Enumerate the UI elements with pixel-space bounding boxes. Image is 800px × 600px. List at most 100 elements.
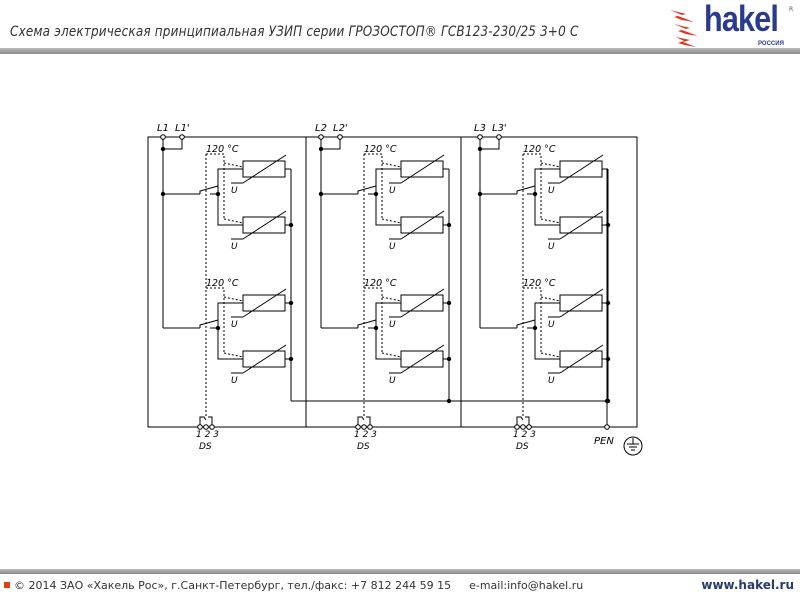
varistor-symbol — [559, 344, 604, 374]
junction-node — [446, 398, 452, 404]
branch-wire — [375, 168, 401, 226]
varistor-label: U — [231, 320, 238, 330]
thermal-switch — [516, 185, 536, 194]
thermal-link — [381, 352, 402, 358]
ground-icon — [623, 436, 643, 456]
thermal-switch — [199, 319, 219, 328]
terminal — [337, 134, 343, 140]
terminal — [514, 424, 520, 430]
ds-contact — [208, 416, 213, 427]
varistor-label: U — [389, 376, 396, 386]
ds-label: DS — [516, 442, 529, 452]
junction-node — [318, 146, 324, 152]
varistor-label: U — [548, 320, 555, 330]
thermal-link — [540, 296, 561, 302]
varistor-label: U — [548, 186, 555, 196]
footer: © 2014 ЗАО «Хакель Рос», г.Санкт-Петербу… — [4, 579, 583, 592]
thermal-link — [364, 153, 383, 219]
temperature-label: 120 °C — [364, 144, 397, 155]
thermal-link — [223, 296, 244, 302]
thermal-link — [223, 352, 244, 358]
terminal-label-in: L1 — [157, 123, 169, 134]
terminal — [203, 424, 209, 430]
varistor-symbol — [400, 154, 445, 184]
branch-wire — [217, 302, 243, 360]
varistor-label: U — [231, 376, 238, 386]
terminal — [209, 424, 215, 430]
logo-sub: РОССИЯ — [758, 41, 784, 47]
terminal — [604, 424, 610, 430]
ds-pin-labels: 1 2 3 — [354, 430, 377, 440]
logo-registered: R — [789, 6, 794, 13]
thermal-link — [364, 287, 383, 353]
pen-label: PEN — [594, 436, 614, 447]
varistor-symbol — [242, 288, 287, 318]
terminal-label-out: L2' — [333, 123, 348, 134]
varistor-label: U — [389, 186, 396, 196]
temperature-label: 120 °C — [523, 278, 556, 289]
terminal-label-in: L2 — [315, 123, 327, 134]
branch-wire — [534, 168, 560, 226]
varistor-label: U — [231, 242, 238, 252]
terminal — [520, 424, 526, 430]
website-link[interactable]: www.hakel.ru — [701, 578, 794, 592]
lightning-icon — [670, 10, 698, 47]
terminal — [160, 134, 166, 140]
ds-contact — [516, 416, 524, 427]
varistor-symbol — [400, 344, 445, 374]
terminal-label-out: L3' — [492, 123, 507, 134]
varistor-symbol — [242, 210, 287, 240]
junction-node — [477, 146, 483, 152]
thermal-link — [206, 153, 225, 219]
page-title: Схема электрическая принципиальная УЗИП … — [10, 24, 579, 40]
terminal-label-in: L3 — [474, 123, 486, 134]
thermal-link — [381, 162, 402, 168]
terminal — [477, 134, 483, 140]
terminal — [355, 424, 361, 430]
thermal-link — [523, 287, 542, 353]
terminal-label-out: L1' — [175, 123, 190, 134]
header-divider — [0, 48, 800, 54]
ds-contact — [357, 416, 365, 427]
logo-text: hakel — [704, 0, 779, 39]
bridge-wire — [480, 137, 500, 150]
bridge-wire — [321, 137, 341, 150]
thermal-link — [381, 218, 402, 224]
terminal — [318, 134, 324, 140]
bridge-wire — [163, 137, 183, 150]
thermal-link — [381, 296, 402, 302]
varistor-symbol — [242, 344, 287, 374]
bullet-icon — [4, 582, 10, 588]
junction-node — [604, 398, 610, 404]
varistor-label: U — [389, 320, 396, 330]
thermal-switch — [516, 319, 536, 328]
terminal — [197, 424, 203, 430]
copyright: © 2014 ЗАО «Хакель Рос», г.Санкт-Петербу… — [14, 579, 452, 592]
varistor-label: U — [389, 242, 396, 252]
ds-label: DS — [199, 442, 212, 452]
ds-contact — [525, 416, 530, 427]
varistor-symbol — [400, 210, 445, 240]
email-link[interactable]: e-mail:info@hakel.ru — [469, 579, 584, 592]
varistor-symbol — [559, 288, 604, 318]
ds-label: DS — [357, 442, 370, 452]
thermal-switch — [357, 319, 377, 328]
footer-divider — [0, 569, 800, 574]
ds-pin-labels: 1 2 3 — [513, 430, 536, 440]
ds-contact — [199, 416, 207, 427]
ds-pin-labels: 1 2 3 — [196, 430, 219, 440]
branch-wire — [375, 302, 401, 360]
varistor-label: U — [231, 186, 238, 196]
enclosure-frame — [147, 136, 638, 428]
varistor-symbol — [559, 210, 604, 240]
varistor-symbol — [559, 154, 604, 184]
temperature-label: 120 °C — [206, 278, 239, 289]
varistor-symbol — [400, 288, 445, 318]
thermal-link — [540, 352, 561, 358]
branch-wire — [217, 168, 243, 226]
thermal-switch — [357, 185, 377, 194]
terminal — [361, 424, 367, 430]
terminal — [496, 134, 502, 140]
branch-wire — [534, 302, 560, 360]
thermal-switch — [199, 185, 219, 194]
